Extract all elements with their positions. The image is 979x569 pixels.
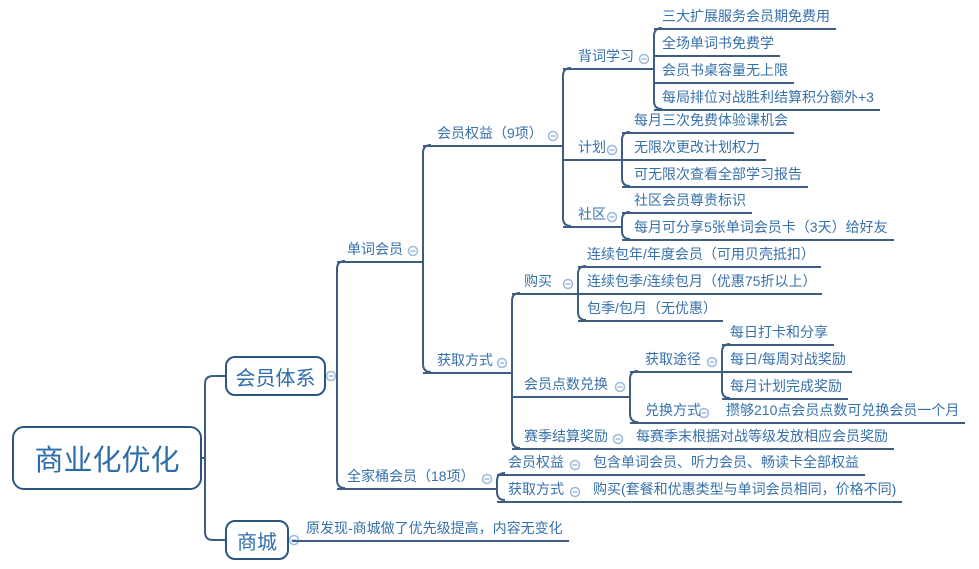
topic-leaf[interactable]: 每赛季末根据对战等级发放相应会员奖励 — [628, 426, 894, 450]
topic-purchase[interactable]: 购买 — [512, 271, 578, 295]
topic-leaf[interactable]: 无限次更改计划权力 — [622, 137, 766, 161]
topic-community[interactable]: 社区 — [563, 204, 622, 228]
topic-leaf[interactable]: 三大扩展服务会员期免费用 — [654, 6, 836, 30]
topic-plan[interactable]: 计划 — [563, 137, 622, 161]
connector-membership-trunk — [336, 260, 346, 489]
collapse-icon[interactable] — [481, 473, 493, 485]
connector-level1-trunk — [204, 375, 225, 541]
collapse-icon[interactable] — [496, 357, 508, 369]
topic-leaf[interactable]: 每月三次免费体验课机会 — [622, 110, 794, 134]
connector-acquire-trunk — [511, 292, 521, 449]
collapse-icon[interactable] — [547, 130, 559, 142]
connector-word-member-trunk — [422, 144, 432, 373]
collapse-icon[interactable] — [612, 433, 624, 445]
topic-leaf[interactable]: 会员书桌容量无上限 — [654, 60, 794, 84]
topic-points-exchange[interactable]: 会员点数兑换 — [512, 374, 630, 398]
topic-fullpack-acquire[interactable]: 获取方式 — [497, 479, 585, 503]
topic-word-study[interactable]: 背词学习 — [563, 46, 654, 70]
topic-member-system[interactable]: 会员体系 — [225, 356, 326, 396]
connector-fullpack-trunk — [496, 472, 506, 501]
topic-leaf[interactable]: 每日/每周对战奖励 — [722, 349, 852, 373]
collapse-icon[interactable] — [614, 381, 626, 393]
topic-leaf[interactable]: 包季/包月（无优惠） — [578, 298, 723, 322]
topic-leaf[interactable]: 每月可分享5张单词会员卡（3天）给好友 — [622, 217, 894, 241]
collapse-icon[interactable] — [606, 144, 618, 156]
collapse-icon[interactable] — [606, 211, 618, 223]
topic-leaf[interactable]: 每局排位对战胜利结算积分额外+3 — [654, 87, 880, 111]
topic-exchange-method[interactable]: 兑换方式 — [630, 400, 714, 424]
topic-leaf[interactable]: 攒够210点会员点数可兑换会员一个月 — [714, 400, 966, 424]
collapse-icon[interactable] — [706, 356, 718, 368]
collapse-icon[interactable] — [562, 278, 574, 290]
topic-leaf[interactable]: 社区会员尊贵标识 — [622, 190, 752, 214]
topic-season-reward[interactable]: 赛季结算奖励 — [512, 426, 628, 450]
topic-root[interactable]: 商业化优化 — [12, 426, 202, 490]
collapse-icon[interactable] — [407, 245, 419, 257]
topic-leaf[interactable]: 全场单词书免费学 — [654, 33, 780, 57]
topic-acquire-methods[interactable]: 获取方式 — [423, 350, 512, 374]
topic-leaf[interactable]: 可无限次查看全部学习报告 — [622, 164, 808, 188]
topic-mall-note[interactable]: 原发现-商城做了优先级提高，内容无变化 — [292, 518, 569, 542]
topic-ways-to-get[interactable]: 获取途径 — [630, 349, 722, 373]
topic-leaf[interactable]: 连续包季/连续包月（优惠75折以上） — [578, 271, 823, 295]
collapse-icon[interactable] — [325, 370, 337, 382]
topic-leaf[interactable]: 包含单词会员、听力会员、畅读卡全部权益 — [585, 452, 865, 476]
topic-leaf[interactable]: 每日打卡和分享 — [722, 322, 834, 346]
topic-word-member[interactable]: 单词会员 — [337, 239, 423, 263]
collapse-icon[interactable] — [569, 486, 581, 498]
topic-fullpack-member[interactable]: 全家桶会员（18项） — [337, 466, 497, 490]
topic-benefits-9[interactable]: 会员权益（9项） — [423, 123, 563, 147]
topic-leaf[interactable]: 购买(套餐和优惠类型与单词会员相同，价格不同) — [585, 479, 903, 503]
topic-leaf[interactable]: 每月计划完成奖励 — [722, 376, 848, 400]
collapse-icon[interactable] — [569, 459, 581, 471]
topic-leaf[interactable]: 连续包年/年度会员（可用贝壳抵扣） — [578, 244, 821, 268]
topic-mall[interactable]: 商城 — [225, 520, 289, 560]
topic-fullpack-benefits[interactable]: 会员权益 — [497, 452, 585, 476]
collapse-icon[interactable] — [638, 53, 650, 65]
collapse-icon[interactable] — [698, 407, 710, 419]
